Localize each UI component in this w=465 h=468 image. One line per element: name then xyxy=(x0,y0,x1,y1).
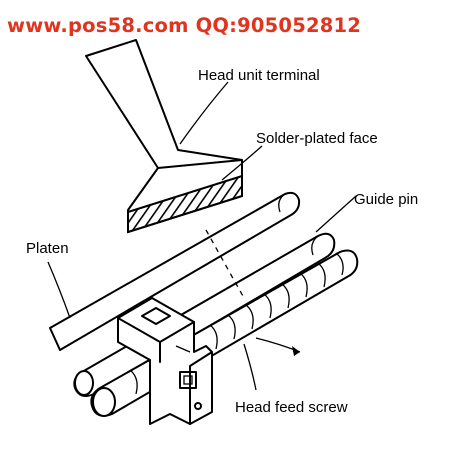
guide-pin xyxy=(73,232,336,397)
label-solder-plated-face: Solder-plated face xyxy=(256,130,378,147)
label-platen: Platen xyxy=(26,240,69,257)
label-head-feed-screw: Head feed screw xyxy=(235,399,348,416)
watermark-text: www.pos58.com QQ:905052812 xyxy=(7,14,361,37)
label-guide-pin: Guide pin xyxy=(354,191,418,208)
leader-lines xyxy=(47,81,357,391)
solder-plated-face xyxy=(127,174,243,234)
platen xyxy=(49,191,301,351)
carriage-block xyxy=(117,297,213,425)
alignment-dashes xyxy=(205,229,245,299)
label-head-unit-terminal: Head unit terminal xyxy=(198,67,320,84)
